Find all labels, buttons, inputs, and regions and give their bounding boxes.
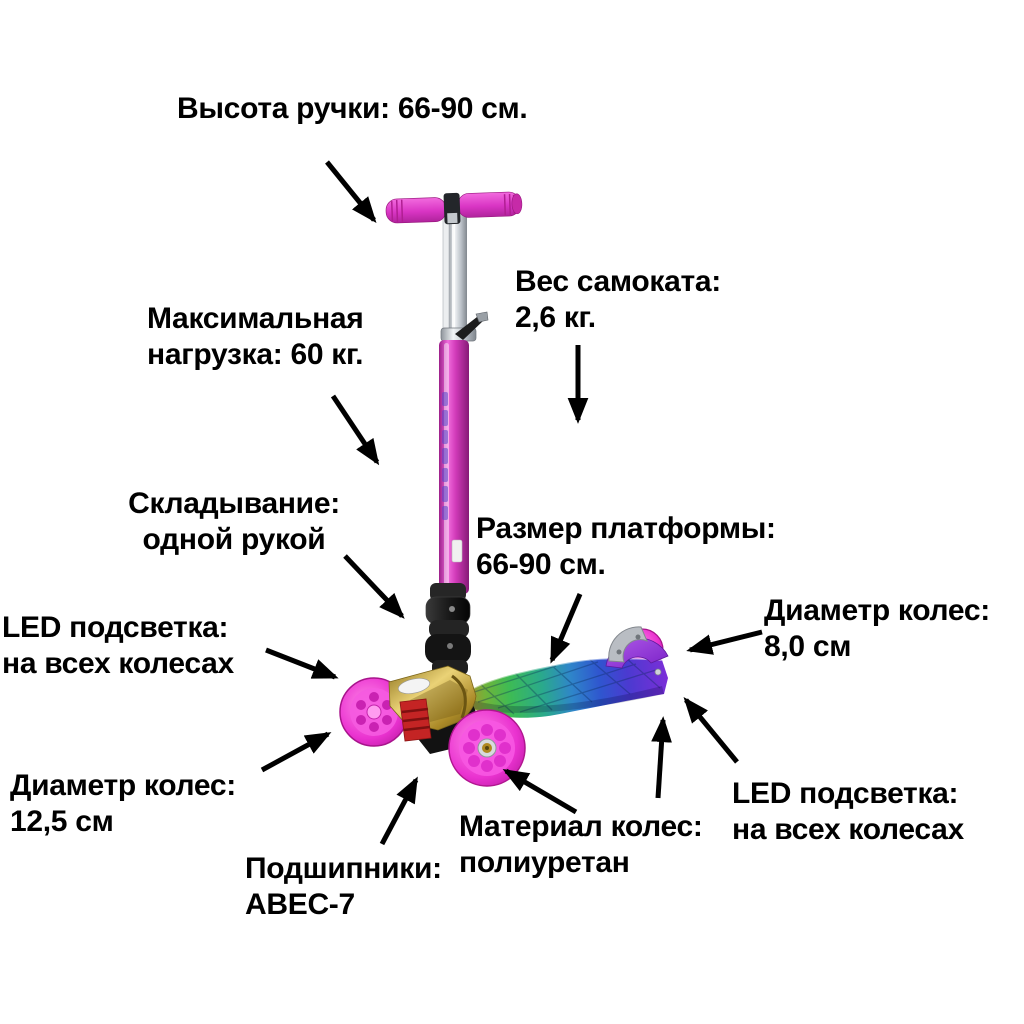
label-bearings: Подшипники: ABEC-7 xyxy=(245,852,442,921)
rear-brake xyxy=(608,626,648,663)
stem-brand-print xyxy=(442,392,448,520)
deck-rear-screw xyxy=(654,668,662,676)
arrow-led-front xyxy=(265,647,339,680)
deck xyxy=(465,657,668,718)
arrow-wheel-material xyxy=(502,768,578,815)
stem-clamp-lever xyxy=(440,311,489,342)
arrow-max-load xyxy=(330,394,380,466)
arrow-wheel-diameter-rear xyxy=(686,629,763,655)
arrow-bearings xyxy=(379,776,419,846)
deck-texture xyxy=(467,658,661,715)
label-wheel-material: Материал колес: полиуретан xyxy=(459,810,703,879)
label-folding: Складывание: одной рукой xyxy=(128,487,340,556)
handlebar-grip-left xyxy=(385,197,447,224)
label-led-front: LED подсветка: на всех колесах xyxy=(2,611,234,680)
label-max-load: Максимальная нагрузка: 60 кг. xyxy=(147,302,364,371)
label-platform-size: Размер платформы: 66-90 см. xyxy=(476,512,776,581)
label-weight: Вес самоката: 2,6 кг. xyxy=(515,265,721,334)
arrow-wheel-diameter-front xyxy=(260,731,332,773)
brake-red xyxy=(399,698,432,742)
stem xyxy=(439,340,469,594)
arrow-platform-size xyxy=(549,593,583,664)
handlebar xyxy=(385,191,523,225)
label-handle-height: Высота ручки: 66-90 см. xyxy=(177,92,528,125)
label-wheel-diameter-rear: Диаметр колес: 8,0 см xyxy=(764,594,990,663)
arrow-led-rear-1 xyxy=(651,716,672,799)
folding-mechanism xyxy=(425,583,471,675)
arrow-folding xyxy=(343,554,405,619)
gold-head-sticker xyxy=(397,678,431,694)
front-wheel-right xyxy=(448,709,526,787)
label-led-rear: LED подсветка: на всех колесах xyxy=(732,777,964,846)
label-wheel-diameter-front: Диаметр колес: 12,5 см xyxy=(10,769,236,838)
arrow-led-rear-2 xyxy=(683,696,739,764)
chrome-stem xyxy=(442,208,467,338)
arrow-handle-height xyxy=(325,160,377,224)
stem-sticker xyxy=(451,539,463,563)
scooter xyxy=(339,191,669,787)
